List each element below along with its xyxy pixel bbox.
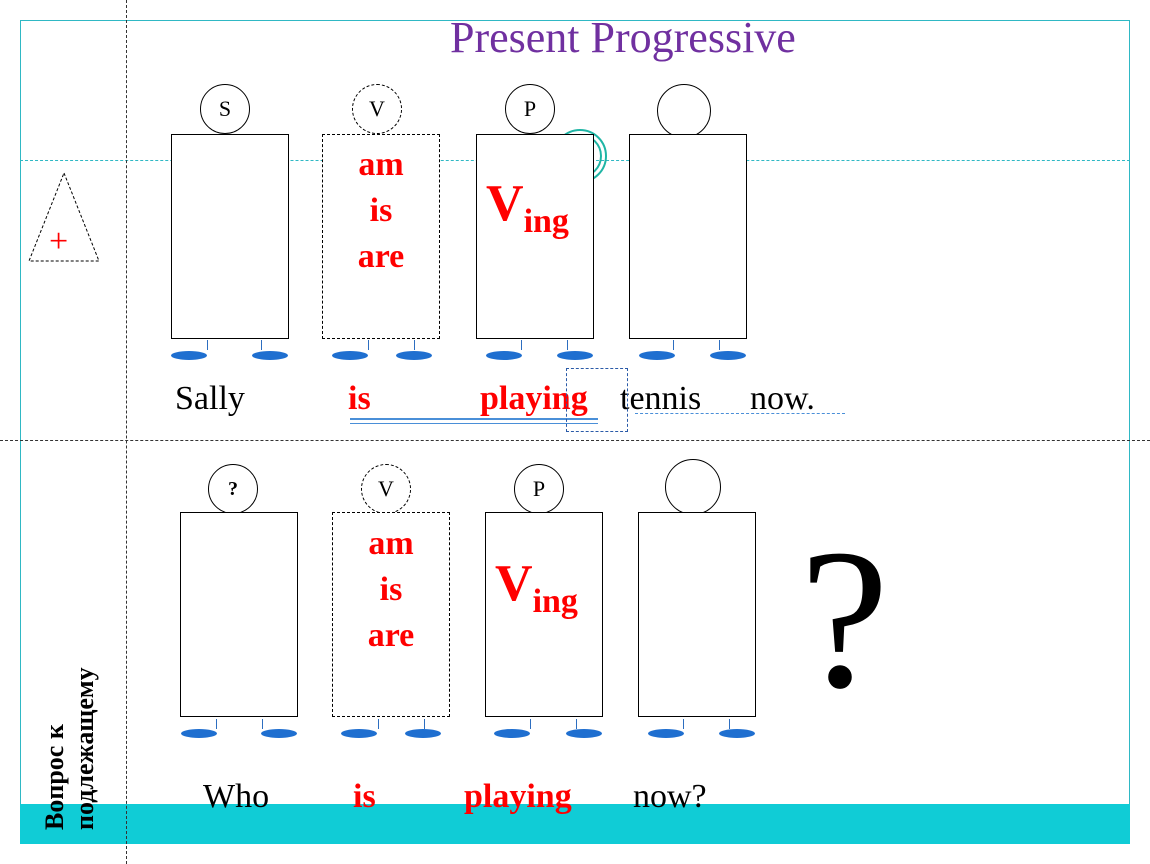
side-label-line-2: подлежащему xyxy=(70,667,99,830)
head-empty xyxy=(657,84,711,138)
foot xyxy=(396,351,432,360)
word-now: now. xyxy=(750,380,815,417)
underline-double xyxy=(350,418,598,420)
foot xyxy=(261,729,297,738)
body-v2 xyxy=(332,512,450,717)
plus-triangle-icon xyxy=(28,172,100,262)
verb-forms-2: am is are xyxy=(332,521,450,659)
ving-sub: ing xyxy=(532,583,578,620)
verb-is: is xyxy=(379,571,403,608)
foot xyxy=(566,729,602,738)
leg xyxy=(530,719,531,729)
side-label-line-1: Вопрос к xyxy=(40,724,69,830)
word-who: Who xyxy=(203,778,270,815)
head-s: S xyxy=(200,84,250,134)
guide-line-vertical xyxy=(126,0,127,864)
foot xyxy=(719,729,755,738)
leg xyxy=(567,340,568,350)
leg xyxy=(414,340,415,350)
word-is-2: is xyxy=(353,778,376,815)
leg xyxy=(683,719,684,729)
side-label: Вопрос к подлежащему xyxy=(40,667,100,830)
word-playing-2: playing xyxy=(464,778,572,815)
leg xyxy=(368,340,369,350)
verb-are: are xyxy=(357,238,405,275)
head-question: ? xyxy=(208,464,258,514)
ving-main: V xyxy=(495,555,533,612)
plus-sign: + xyxy=(49,223,69,260)
verb-are: are xyxy=(367,617,415,654)
leg xyxy=(521,340,522,350)
verb-forms: am is are xyxy=(322,142,440,280)
body-p xyxy=(476,134,594,339)
leg xyxy=(673,340,674,350)
foot xyxy=(332,351,368,360)
leg xyxy=(207,340,208,350)
head-v: V xyxy=(352,84,402,134)
body-object-2 xyxy=(638,512,756,717)
ving-label: Ving xyxy=(486,174,569,241)
leg xyxy=(216,719,217,729)
foot xyxy=(710,351,746,360)
word-now-2: now? xyxy=(633,778,707,815)
foot xyxy=(171,351,207,360)
foot xyxy=(648,729,684,738)
ving-main: V xyxy=(486,175,524,232)
ving-label-2: Ving xyxy=(495,554,578,621)
foot xyxy=(639,351,675,360)
foot xyxy=(486,351,522,360)
selection-box xyxy=(566,368,628,432)
guide-line-horizontal xyxy=(0,440,1150,441)
foot xyxy=(252,351,288,360)
foot xyxy=(557,351,593,360)
leg xyxy=(378,719,379,729)
word-sally: Sally xyxy=(175,380,245,417)
leg xyxy=(576,719,577,729)
body-object xyxy=(629,134,747,339)
foot xyxy=(494,729,530,738)
bottom-bar xyxy=(20,804,1130,844)
word-playing: playing xyxy=(480,380,588,417)
foot xyxy=(405,729,441,738)
ving-sub: ing xyxy=(523,203,569,240)
body-p2 xyxy=(485,512,603,717)
verb-is: is xyxy=(369,192,393,229)
word-tennis: tennis xyxy=(620,380,702,417)
head-p: P xyxy=(505,84,555,134)
head-v2: V xyxy=(361,464,411,514)
leg xyxy=(424,719,425,729)
head-empty-2 xyxy=(665,459,721,515)
leg xyxy=(729,719,730,729)
body-v xyxy=(322,134,440,339)
head-p2: P xyxy=(514,464,564,514)
big-question-mark: ? xyxy=(800,509,889,730)
leg xyxy=(719,340,720,350)
word-is: is xyxy=(348,380,371,417)
body-question xyxy=(180,512,298,717)
leg xyxy=(261,340,262,350)
verb-am: am xyxy=(358,146,404,183)
foot xyxy=(341,729,377,738)
verb-am: am xyxy=(368,525,414,562)
slide-title: Present Progressive xyxy=(450,13,796,62)
underline-dashed xyxy=(635,413,845,414)
foot xyxy=(181,729,217,738)
body-s xyxy=(171,134,289,339)
leg xyxy=(262,719,263,729)
underline-double-2 xyxy=(350,423,598,424)
